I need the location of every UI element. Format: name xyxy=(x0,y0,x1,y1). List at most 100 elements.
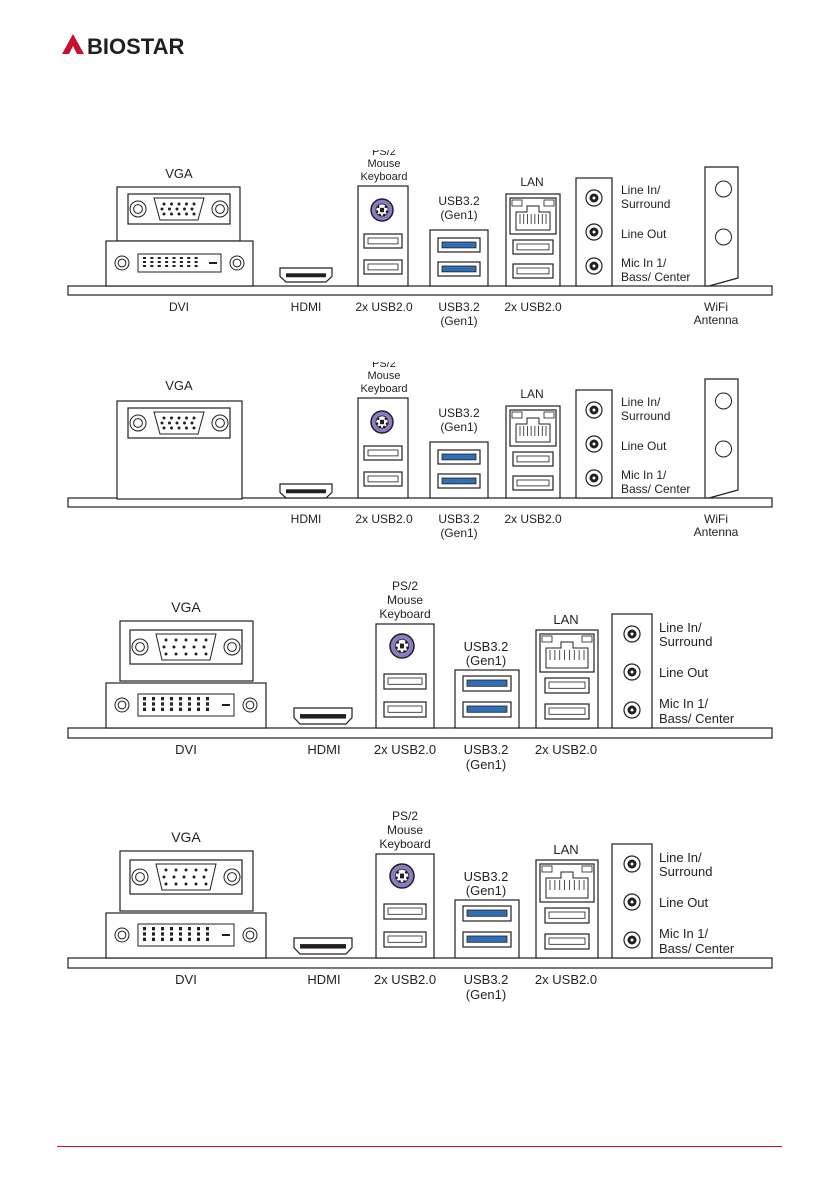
vga-connector-pin xyxy=(202,875,206,879)
dvi-connector-pin xyxy=(143,702,146,706)
ps2-connector-pin xyxy=(382,213,386,217)
dvi-connector xyxy=(114,253,245,273)
dvi-connector-pin xyxy=(143,937,146,941)
dvi-connector-screw-left xyxy=(114,697,130,713)
ps2-connector-pin xyxy=(395,646,398,650)
vga-label: VGA xyxy=(171,829,201,845)
vga-connector-pin xyxy=(162,645,166,649)
dvi-connector-pin xyxy=(143,927,146,931)
dvi-connector-pin xyxy=(150,265,154,267)
usb3-label-bottom-line1: USB3.2 xyxy=(438,512,480,526)
lan-connector xyxy=(509,197,557,235)
biostar-logo: BIOSTAR xyxy=(60,30,200,62)
wifi-label-2: Antenna xyxy=(694,313,739,327)
dvi-connector-pin xyxy=(157,265,161,267)
usb3-label-top-line2: (Gen1) xyxy=(466,653,506,668)
vga-connector-pin xyxy=(184,868,188,872)
vga-connector-pin xyxy=(194,868,198,872)
dvi-connector-screw-left-inner xyxy=(117,700,127,710)
dvi-connector-pin xyxy=(197,927,200,931)
audio-mic-in-jack xyxy=(585,469,603,487)
usb3-port-2-tongue xyxy=(466,705,508,713)
dvi-connector-pin xyxy=(161,932,164,936)
usb3-port-1-tongue xyxy=(466,679,508,687)
vga-connector-pin xyxy=(192,426,196,430)
lan-label: LAN xyxy=(553,842,578,857)
line-in-label-2: Surround xyxy=(621,197,670,211)
io-panel-baseline xyxy=(67,727,773,739)
dvi-connector-pin xyxy=(170,707,173,711)
usb2-port-4 xyxy=(512,263,554,279)
wifi-antenna-bracket-bracket xyxy=(704,166,739,287)
vga-connector-pin xyxy=(162,416,166,420)
lan-connector-socket xyxy=(545,641,589,669)
lan-connector-led-left xyxy=(541,635,553,643)
line-in-label-1: Line In/ xyxy=(621,183,661,197)
vga-connector-pin xyxy=(168,207,171,211)
dvi-connector-pin xyxy=(150,257,154,259)
vga-connector-pin xyxy=(174,882,178,886)
audio-line-in-jack xyxy=(585,401,603,419)
vga-connector-pin xyxy=(170,416,173,420)
dvi-connector-pin xyxy=(188,697,191,701)
usb2-label-2: 2x USB2.0 xyxy=(535,972,597,987)
dvi-connector-pin xyxy=(197,932,200,936)
usb3-port-1 xyxy=(462,675,512,692)
dvi-connector-pin xyxy=(206,697,209,701)
usb2-port-2-tongue xyxy=(387,705,423,713)
vga-connector-pin xyxy=(183,207,186,211)
ps2-connector-pin xyxy=(385,422,389,425)
dvi-connector-pin xyxy=(206,927,209,931)
usb2-port-4-tongue xyxy=(548,937,586,945)
audio-line-out-jack-center xyxy=(630,670,634,674)
io-panel-baseline xyxy=(67,957,773,969)
dvi-connector-screw-right xyxy=(242,697,258,713)
ps2-connector xyxy=(370,198,394,222)
audio-mic-in-jack-center xyxy=(592,264,596,268)
dvi-connector-pin xyxy=(188,932,191,936)
ps2-label-line1: PS/2 xyxy=(372,150,396,158)
audio-line-in-jack-center xyxy=(592,196,596,200)
vga-connector-pin xyxy=(168,421,171,425)
usb2-port-4-tongue xyxy=(516,267,550,275)
dvi-connector-pin xyxy=(206,702,209,706)
vga-label: VGA xyxy=(171,599,201,615)
dvi-connector-pin xyxy=(194,257,198,259)
wifi-antenna-bracket xyxy=(704,166,739,287)
lan-label: LAN xyxy=(553,612,578,627)
vga-connector-pin xyxy=(175,207,179,211)
vga-connector-pin xyxy=(184,652,188,656)
vga-connector-pin xyxy=(172,645,176,649)
hdmi-label: HDMI xyxy=(291,300,322,314)
vga-connector-pin xyxy=(172,875,176,879)
vga-connector-pin xyxy=(185,202,188,206)
vga-connector-screw-left xyxy=(131,638,149,656)
dvi-connector-pin xyxy=(165,265,169,267)
vga-connector-pin xyxy=(162,212,166,216)
dvi-connector-screw-right-inner xyxy=(245,930,255,940)
dvi-connector-screw-right xyxy=(242,927,258,943)
usb2-port-1 xyxy=(363,445,403,461)
usb2-port-1 xyxy=(383,903,427,920)
dvi-connector-pin xyxy=(152,937,155,941)
usb2-port-1 xyxy=(383,673,427,690)
usb3-label-bottom-line1: USB3.2 xyxy=(464,742,509,757)
lan-connector-led-right xyxy=(581,865,593,873)
hdmi-label: HDMI xyxy=(307,972,340,987)
vga-connector-pin xyxy=(175,421,179,425)
usb2-port-1-tongue xyxy=(367,449,399,457)
usb3-port-1 xyxy=(437,449,481,465)
audio-mic-in-jack xyxy=(623,931,641,949)
dvi-connector-pin xyxy=(170,927,173,931)
vga-connector-pin xyxy=(164,868,168,872)
vga-connector-screw-left-inner xyxy=(133,204,143,214)
ps2-label-line3: Keyboard xyxy=(360,383,407,395)
ps2-connector-pin xyxy=(396,641,400,644)
ps2-label-line3: Keyboard xyxy=(360,171,407,183)
wifi-label-1: WiFi xyxy=(704,512,728,526)
